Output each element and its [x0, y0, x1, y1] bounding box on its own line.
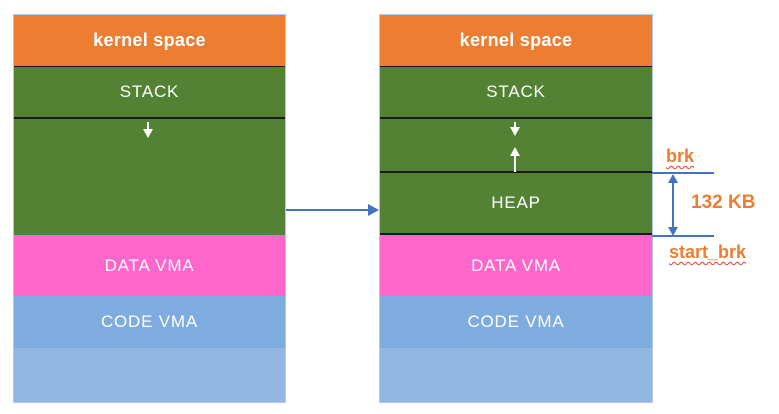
heap-size-label: 132 KB	[691, 192, 756, 213]
right-heap-section: HEAP	[380, 173, 652, 235]
left-stack-section: STACK	[14, 67, 285, 119]
left-code-vma-section: CODE VMA	[14, 296, 285, 348]
right-reserved-bottom-section	[380, 348, 652, 402]
right-stack-section: STACK	[380, 67, 652, 119]
right-kernel-space-section: kernel space	[380, 15, 652, 67]
right-unmapped-gap-section	[380, 119, 652, 173]
left-data-vma-section: DATA VMA	[14, 235, 285, 296]
start-brk-pointer-label: start_brk	[669, 242, 747, 262]
left-reserved-bottom-section	[14, 348, 285, 402]
right-data-vma-section: DATA VMA	[380, 235, 652, 296]
brk-pointer-label: brk	[666, 146, 695, 166]
left-kernel-space-section: kernel space	[14, 15, 285, 67]
process-memory-before-column: kernel space STACK DATA VMA CODE VMA	[13, 14, 286, 403]
left-unmapped-gap-section	[14, 119, 285, 235]
heap-size-double-arrow-icon	[668, 174, 678, 236]
state-transition-right-arrow-icon	[286, 204, 379, 216]
right-code-vma-section: CODE VMA	[380, 296, 652, 348]
process-memory-after-column: kernel space STACK HEAP DATA VMA CODE VM…	[379, 14, 653, 403]
